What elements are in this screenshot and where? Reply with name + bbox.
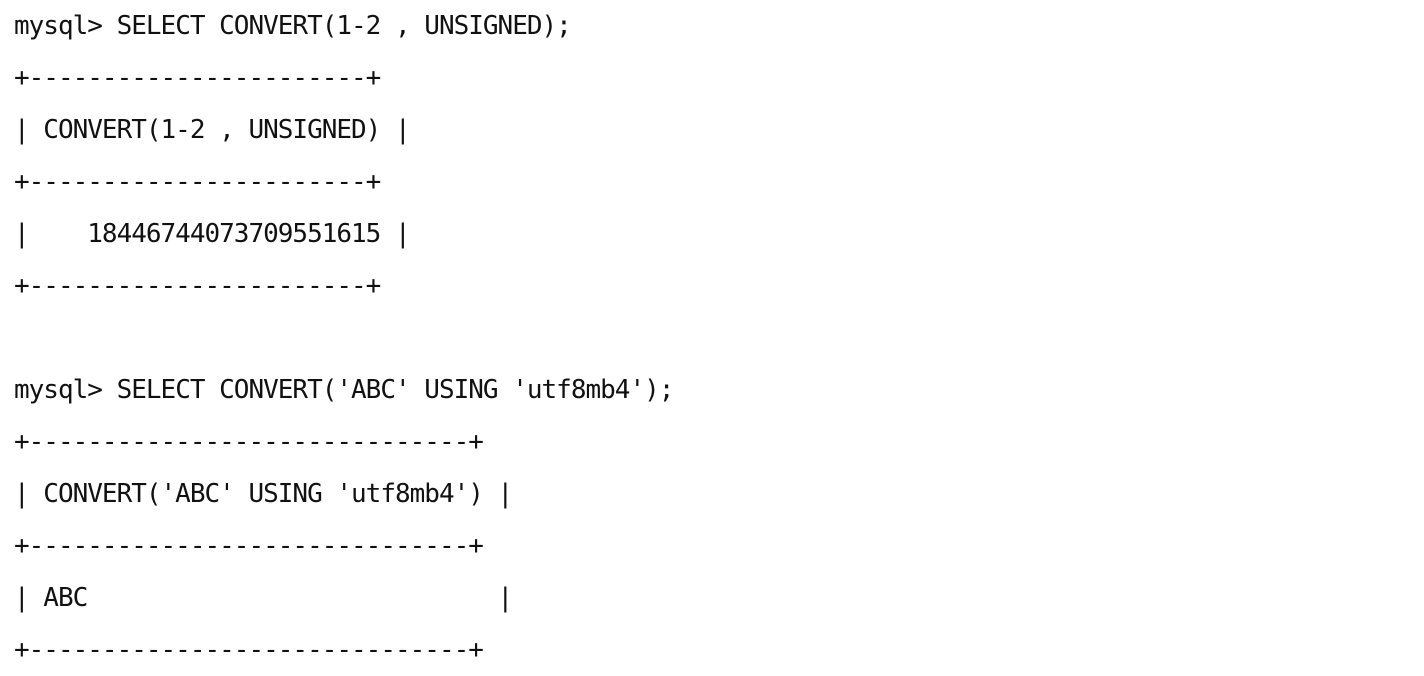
table-border-top: +------------------------------+ [14,427,484,457]
mysql-prompt: mysql> [14,375,103,405]
table-header-row: | CONVERT(1-2 , UNSIGNED) | [14,115,411,145]
table-border-bottom: +------------------------------+ [14,635,484,665]
block-spacer [14,312,1414,364]
table-result-row: | 18446744073709551615 | [14,219,411,249]
command-line: mysql> SELECT CONVERT(1-2 , UNSIGNED); [14,0,1414,52]
sql-command: SELECT CONVERT('ABC' USING 'utf8mb4'); [101,375,675,405]
table-border-bottom: +-----------------------+ [14,271,381,301]
sql-command: SELECT CONVERT(1-2 , UNSIGNED); [101,11,572,41]
mysql-prompt: mysql> [14,11,103,41]
terminal-output: mysql> SELECT CONVERT(1-2 , UNSIGNED); +… [14,0,1414,676]
table-result-row: | ABC | [14,583,513,613]
table-header-row: | CONVERT('ABC' USING 'utf8mb4') | [14,479,513,509]
table-border-top: +-----------------------+ [14,63,381,93]
table-border-middle: +-----------------------+ [14,167,381,197]
table-border-middle: +------------------------------+ [14,531,484,561]
command-line: mysql> SELECT CONVERT('ABC' USING 'utf8m… [14,364,1414,416]
